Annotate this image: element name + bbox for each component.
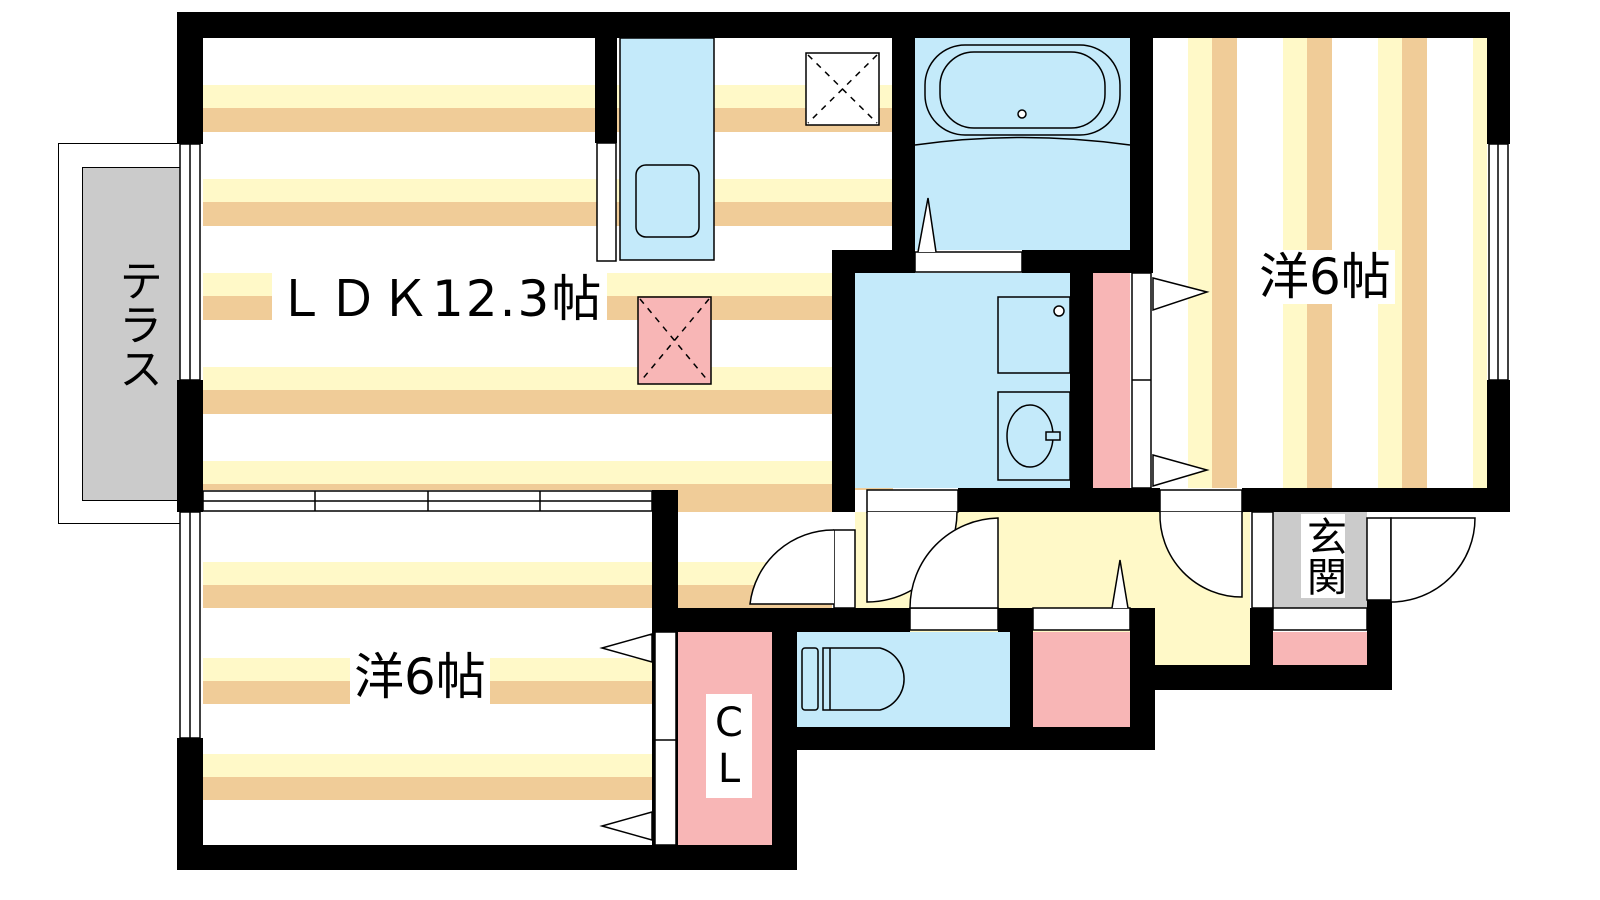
door-frame (1032, 607, 1131, 631)
door-frame (909, 607, 999, 631)
front-door-swing (1390, 517, 1476, 603)
shoe-storage (1273, 632, 1367, 665)
wall (892, 38, 915, 273)
wall (177, 380, 203, 512)
entrance-step (1251, 511, 1274, 609)
ldk-label: ＬＤＫ12.3帖 (272, 272, 608, 326)
storage (1033, 632, 1130, 727)
door-frame (1272, 607, 1368, 631)
closet-right (1093, 273, 1130, 488)
wall (177, 12, 1510, 38)
kitchen-wall-panel (596, 142, 617, 262)
western-left-label: 洋6帖 (350, 650, 490, 704)
wall (177, 845, 797, 870)
closet-door (654, 631, 677, 846)
ldk-floor (203, 38, 893, 490)
wall (1130, 38, 1153, 273)
wall (1242, 488, 1510, 512)
closet-label: CL (706, 694, 752, 798)
wall (1250, 608, 1273, 690)
wall (1010, 608, 1033, 750)
entrance-label: 玄関 (1300, 514, 1346, 598)
wall (775, 727, 1155, 750)
door-swing (749, 529, 835, 605)
wall (832, 250, 855, 512)
front-door-frame (1366, 517, 1392, 601)
bath-door (914, 251, 1023, 273)
wall (1487, 380, 1510, 512)
wall (958, 488, 1160, 512)
wall (1487, 12, 1510, 144)
western-right-label: 洋6帖 (1255, 250, 1395, 304)
door-swing (909, 517, 999, 609)
wall (1070, 273, 1093, 512)
terrace-floor (82, 167, 180, 501)
toilet-bowl (822, 647, 905, 711)
kitchen-sink (635, 164, 700, 238)
wall (595, 38, 617, 143)
door-frame (833, 529, 856, 609)
toilet-tank (801, 647, 819, 711)
wall (177, 12, 203, 144)
door-frame (1159, 489, 1243, 513)
wall (1367, 600, 1392, 690)
terrace-label: テラス (111, 258, 162, 390)
door-frame (866, 489, 959, 513)
wall (1022, 250, 1153, 273)
door-swing (1159, 511, 1243, 598)
